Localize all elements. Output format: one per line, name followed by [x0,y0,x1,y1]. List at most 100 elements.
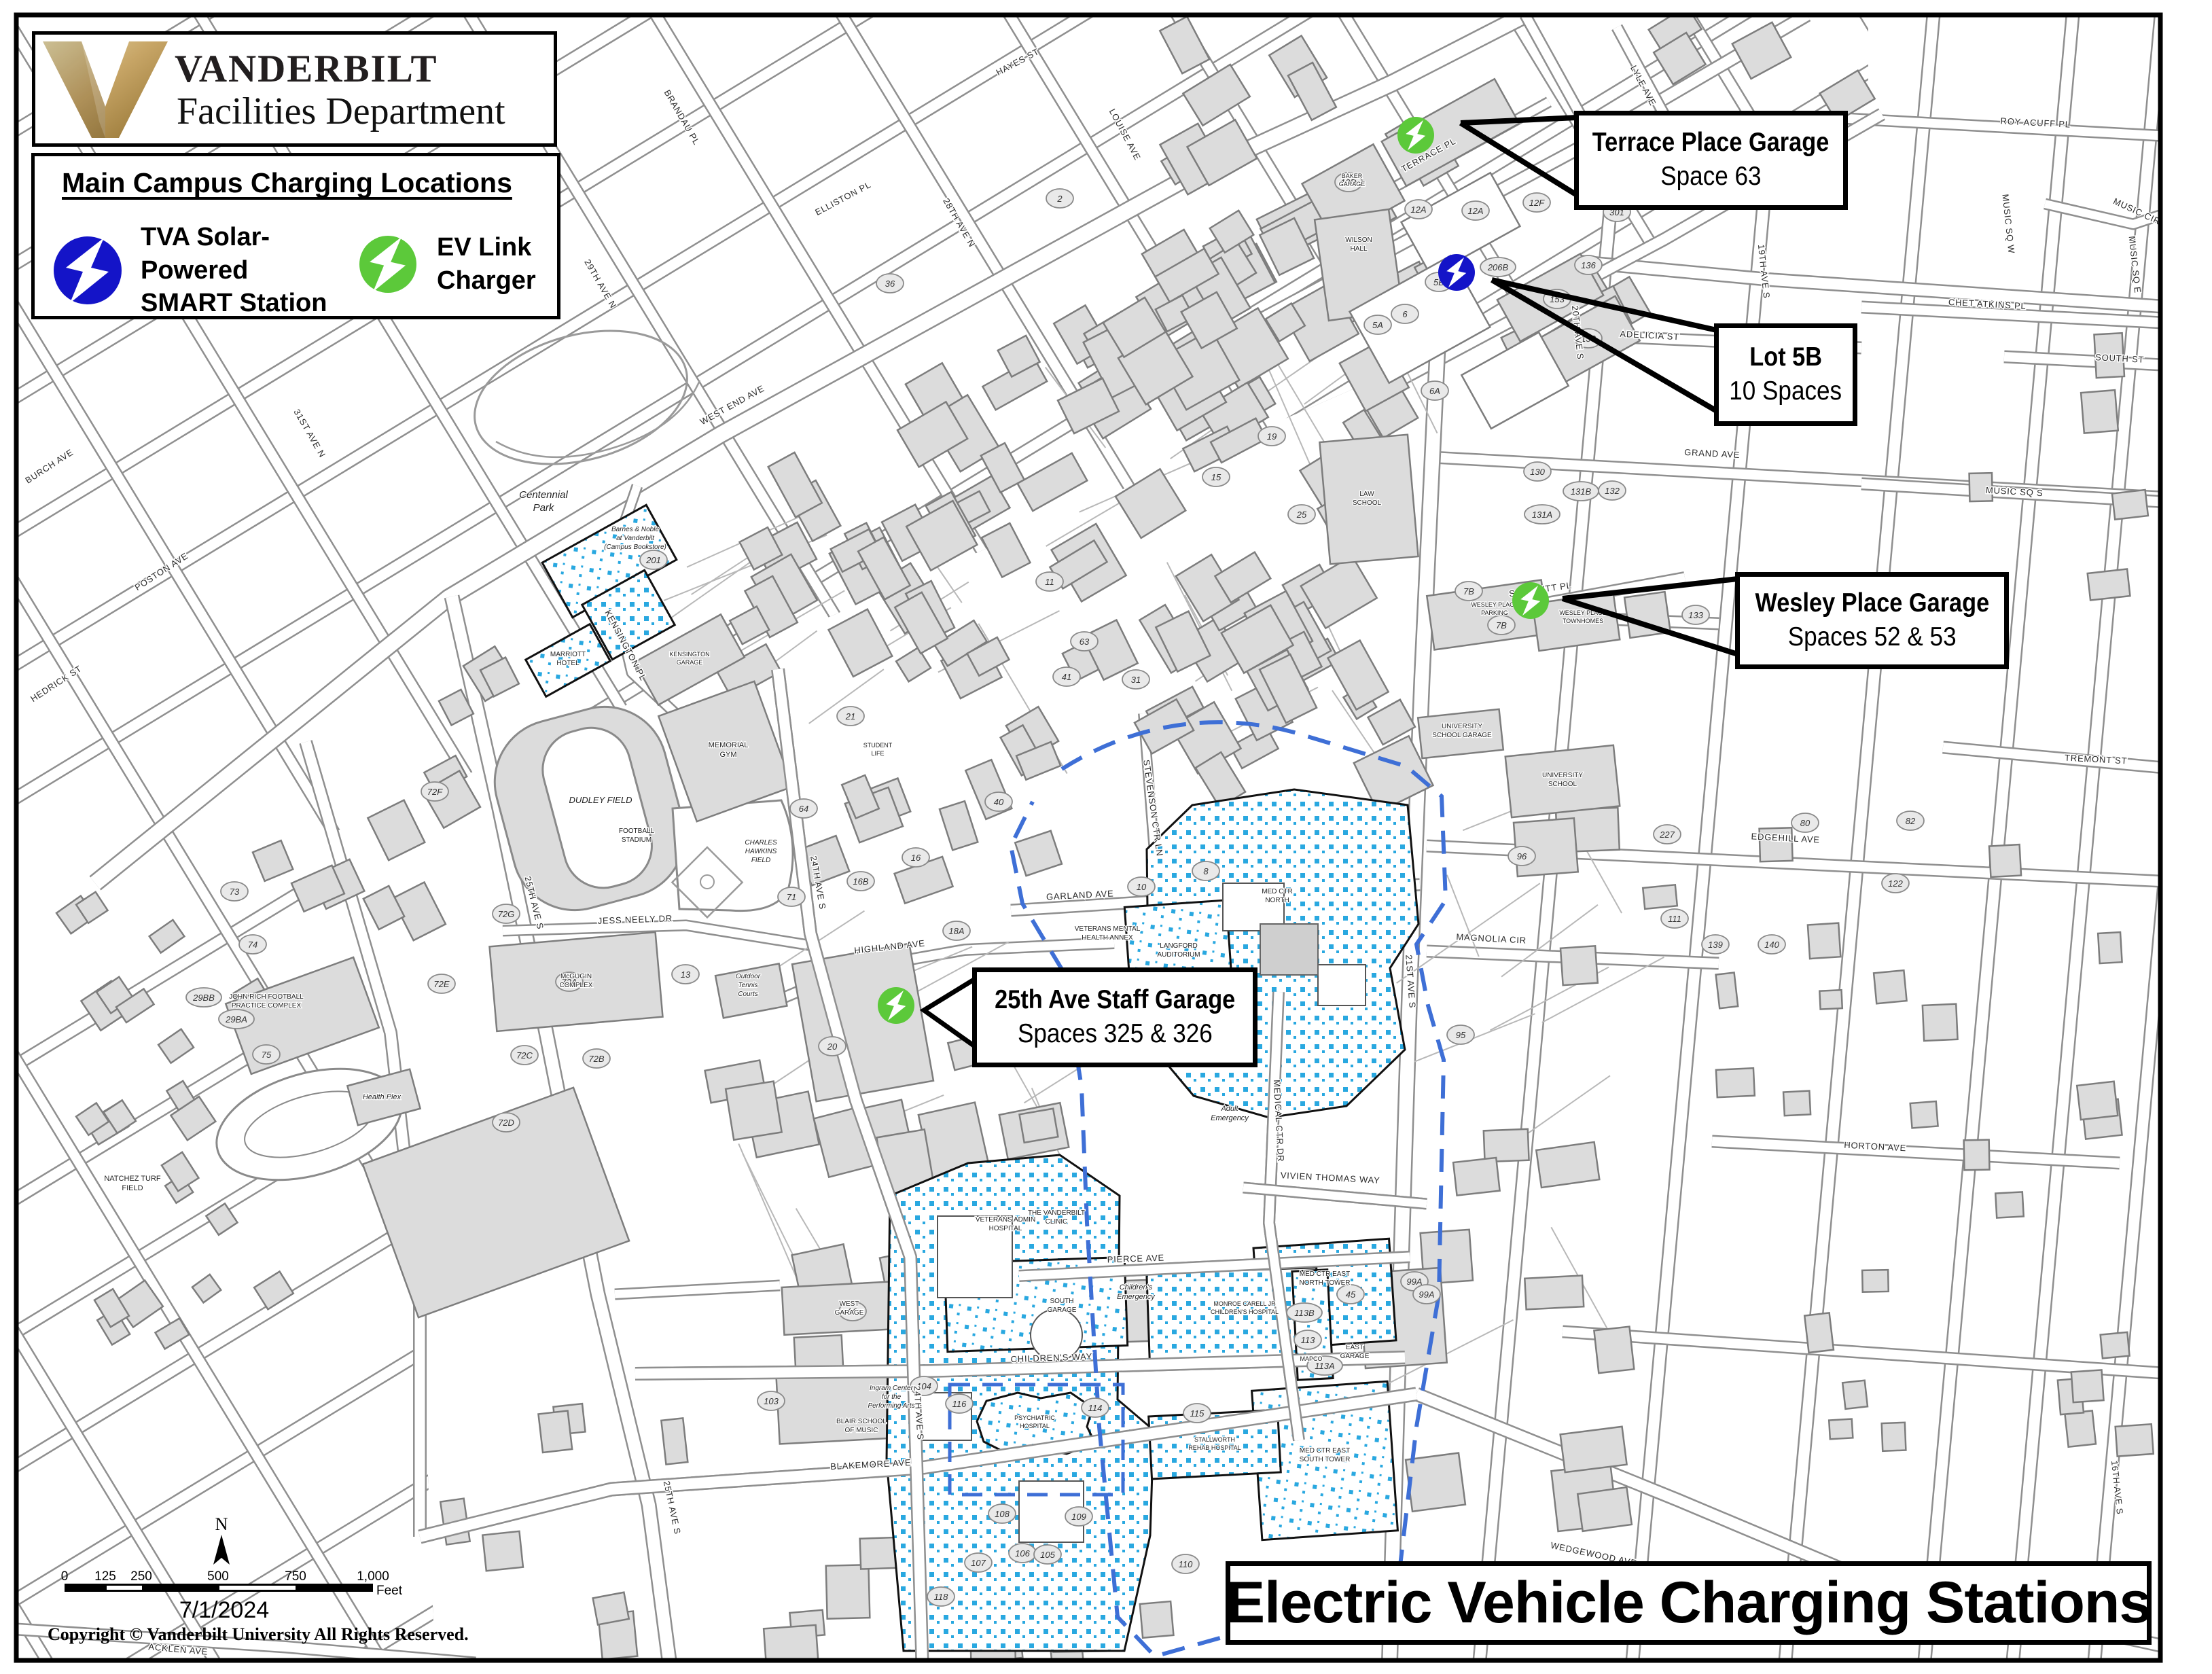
tva-smart-station-icon [54,236,122,304]
map-label: GARAGE [835,1309,864,1317]
ev-link-charger-icon [359,235,416,293]
svg-text:82: 82 [1906,816,1916,826]
map-label: WEST [840,1300,859,1308]
map-label: SCHOOL [1353,499,1382,507]
map-label: PSYCHIATRIC [1014,1414,1055,1421]
lot-badge: 2 [1046,188,1074,209]
street-label: CHILDREN'S WAY [1010,1351,1092,1364]
svg-text:7B: 7B [1463,586,1474,596]
svg-text:115: 115 [1190,1408,1205,1419]
lot-badge: 71 [777,887,806,907]
lot-badge: 136 [1574,255,1603,275]
lot-badge: 206B [1480,257,1516,277]
svg-text:133: 133 [1688,610,1703,620]
svg-text:72A: 72A [561,977,577,987]
scale-tick: 750 [285,1569,306,1584]
svg-text:107: 107 [971,1558,986,1568]
legend-label-line: Powered [141,255,249,285]
map-label: STALLWORTH [1194,1436,1235,1443]
svg-text:113B: 113B [1294,1308,1315,1318]
svg-text:122: 122 [1888,878,1903,889]
svg-text:2: 2 [1056,194,1063,204]
street-label: SOUTH ST [2095,352,2145,365]
lot-badge: 13 [671,964,700,984]
lot-badge: 29BA [218,1009,255,1029]
street-label: TREMONT ST [2065,753,2128,766]
svg-text:29BA: 29BA [225,1014,247,1025]
ev-link-marker [1397,117,1434,154]
map-label: Tennis [738,982,757,989]
map-label: NORTH TOWER [1299,1279,1350,1287]
map-label: CLINIC [1046,1218,1068,1226]
svg-text:6: 6 [1402,309,1408,319]
lot-badge: 122 [1881,873,1910,893]
lot-badge: 96 [1508,846,1536,866]
map-label: GARAGE [1340,1353,1370,1360]
lot-badge: 107 [964,1552,993,1573]
svg-text:95: 95 [1456,1030,1466,1040]
north-arrow: N [201,1514,242,1565]
svg-text:131A: 131A [1532,510,1552,520]
lot-badge: 227 [1653,824,1681,844]
lot-badge: 6A [1421,380,1449,401]
map-label: CHARLES [745,839,777,847]
callout-title: Terrace Place Garage [1592,128,1830,158]
legend-item-ev-link: EV Link Charger [359,231,536,297]
lot-badge: 132 [1598,480,1626,501]
svg-text:15: 15 [1211,472,1221,482]
lot-badge: 110 [1171,1554,1200,1574]
svg-text:16B: 16B [853,876,868,887]
lot-badge: 118 [927,1586,955,1607]
callout-title: Lot 5B [1749,342,1822,372]
map-label: GARAGE [677,659,703,666]
svg-text:80: 80 [1800,818,1810,828]
svg-text:132: 132 [1605,486,1620,496]
legend-label-line: Charger [437,266,536,295]
map-label: AUDITORIUM [1157,951,1200,959]
svg-text:30: 30 [848,1306,858,1317]
callout-lot-5b: Lot 5B 10 Spaces [1714,323,1857,426]
svg-text:13: 13 [681,969,691,980]
map-label: EAST [1346,1344,1363,1351]
svg-text:72D: 72D [498,1118,514,1128]
legend-label-line: TVA Solar- [141,223,270,251]
map-label: LANGFORD [1160,942,1198,950]
map-label: at Vanderbilt [616,535,655,542]
map-border [14,12,2163,1663]
svg-text:99A: 99A [1419,1289,1434,1300]
street-label: ADELICIA ST [1620,329,1679,342]
svg-text:72B: 72B [588,1054,604,1064]
svg-text:113: 113 [1301,1335,1315,1345]
callout-title: Wesley Place Garage [1755,588,1989,618]
map-label: PARKING [1481,609,1508,616]
map-label: MED CTR EAST [1300,1270,1350,1278]
map-label: SCHOOL GARAGE [1432,732,1492,739]
buildings [55,15,2155,1660]
map-label: HOTEL [556,660,579,667]
north-label: N [215,1514,228,1534]
legend-item-tva: TVA Solar- Powered SMART Station [54,221,327,320]
svg-text:103: 103 [764,1396,779,1406]
svg-text:41: 41 [1062,672,1071,682]
lot-badge: 108 [988,1503,1016,1524]
lot-badge: 130 [1523,461,1552,482]
svg-text:12A: 12A [1410,204,1426,215]
map-label: Centennial [519,489,568,501]
lot-badge: 6 [1391,304,1419,324]
svg-text:21: 21 [845,711,855,722]
svg-text:140: 140 [1764,940,1779,950]
svg-text:7B: 7B [1496,620,1507,630]
svg-text:36: 36 [885,279,895,289]
svg-text:11: 11 [1045,577,1054,587]
street-label: EDGEHILL AVE [1751,831,1820,844]
lot-badge: 16 [902,847,930,868]
scale-tick: 125 [94,1569,116,1584]
legend-title: Main Campus Charging Locations [62,167,512,198]
svg-text:10: 10 [1137,882,1147,892]
map-label: HAWKINS [745,848,777,855]
map-label: Emergency [1117,1293,1156,1301]
scale-tick: 1,000 [357,1569,389,1584]
street-label: HORTON AVE [1844,1140,1906,1154]
lot-badge: 7B [1455,581,1483,601]
